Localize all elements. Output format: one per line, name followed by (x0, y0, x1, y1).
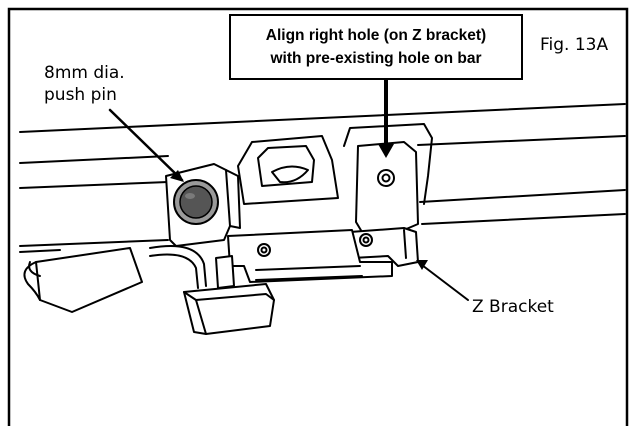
mounting-bar-slot (255, 265, 361, 271)
cable-2 (149, 253, 199, 289)
crossbar-bottom-edge-2 (421, 213, 626, 225)
crossbar-inner-edge-2 (417, 135, 626, 146)
crossbar-lower-edge (19, 181, 169, 189)
crossbar-inner-edge (19, 155, 169, 164)
rail-bracket-outline (343, 123, 433, 205)
mount-screw-left (260, 246, 268, 254)
mount-screw-left-ring (257, 243, 271, 257)
mount-screw-right-ring (359, 233, 373, 247)
side-tag-hook (23, 261, 41, 301)
side-tag (35, 247, 143, 313)
mount-screw-right (362, 236, 370, 244)
figure-number: Fig. 13A (540, 35, 609, 55)
crossbar-bottom-edge (19, 239, 169, 247)
crossbar-top-edge (19, 103, 626, 133)
alignment-callout: Align right hole (on Z bracket) with pre… (229, 14, 523, 80)
figure-frame (7, 7, 629, 426)
center-clip-window (257, 145, 315, 187)
z-bracket-hole (381, 173, 391, 183)
z-bracket-hole-ring (377, 169, 395, 187)
connector-plug-edge (195, 299, 207, 335)
cable (149, 245, 207, 287)
crossbar-underside (19, 249, 61, 253)
z-bracket-arrowhead (416, 260, 428, 270)
center-clip-knob (271, 165, 309, 184)
callout-arrowhead (378, 144, 394, 158)
push-pin-head (179, 185, 213, 219)
push-pin-arrowhead (170, 170, 184, 182)
mounting-bar-slot-2 (255, 275, 363, 281)
z-bracket-leader (417, 261, 469, 301)
push-pin-label: 8mm dia. push pin (44, 62, 125, 106)
push-pin-leader (108, 108, 184, 182)
crossbar-lower-edge-2 (419, 189, 626, 203)
callout-line-1: Align right hole (on Z bracket) (265, 27, 487, 44)
z-bracket-fold (403, 229, 407, 259)
callout-line-2: with pre-existing hole on bar (270, 50, 482, 67)
z-bracket-label: Z Bracket (472, 297, 554, 317)
cable-clip (215, 255, 235, 289)
connector-plug-top (183, 291, 275, 301)
z-bracket-plate (355, 141, 419, 233)
push-pin-label-line-2: push pin (44, 85, 117, 105)
connector-plug (183, 283, 275, 335)
push-pin-highlight (185, 193, 195, 199)
pin-bracket-side (225, 169, 241, 229)
push-pin-label-line-1: 8mm dia. (44, 63, 125, 83)
side-tag-loop (28, 261, 41, 277)
